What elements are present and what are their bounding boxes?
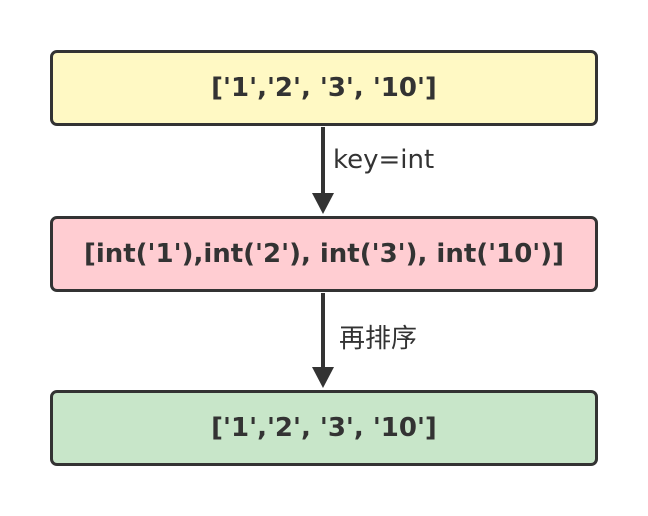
arrow-key-int-head bbox=[312, 193, 334, 214]
result-list-text: ['1','2', '3', '10'] bbox=[211, 413, 437, 443]
result-list-node: ['1','2', '3', '10'] bbox=[50, 390, 598, 466]
edge-label-resort: 再排序 bbox=[339, 324, 418, 354]
arrow-resort-head bbox=[312, 367, 334, 388]
source-list-node: ['1','2', '3', '10'] bbox=[50, 50, 598, 126]
mapped-list-text: [int('1'),int('2'), int('3'), int('10')] bbox=[83, 239, 565, 269]
source-list-text: ['1','2', '3', '10'] bbox=[211, 73, 437, 103]
mapped-list-node: [int('1'),int('2'), int('3'), int('10')] bbox=[50, 216, 598, 292]
edge-label-key-int: key=int bbox=[333, 145, 435, 175]
